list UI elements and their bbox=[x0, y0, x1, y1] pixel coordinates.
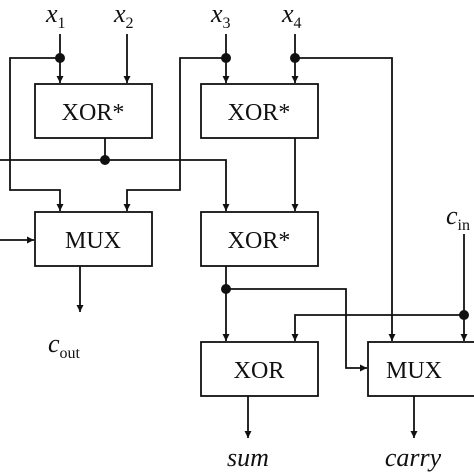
xor-sum-block-label: XOR bbox=[234, 358, 285, 384]
xor-star-block-2: XOR* bbox=[200, 83, 319, 139]
output-sum-label: sum bbox=[227, 443, 269, 472]
mux-block-cout-label: MUX bbox=[65, 228, 121, 254]
input-cin-label: cin bbox=[446, 201, 470, 234]
mux-block-carry: MUX bbox=[367, 341, 474, 397]
xor-star-block-3: XOR* bbox=[200, 211, 319, 267]
wire-xor3-to-mux-select bbox=[226, 288, 367, 372]
wire-cin-to-xor bbox=[291, 314, 464, 341]
wire-x3-to-mux bbox=[123, 57, 226, 211]
wire-xor1-to-xor3 bbox=[105, 159, 230, 211]
output-cout-label: cout bbox=[48, 329, 81, 362]
mux-block-cout: MUX bbox=[34, 211, 153, 267]
xor-star-block-2-label: XOR* bbox=[228, 100, 291, 126]
xor-star-block-1: XOR* bbox=[34, 83, 153, 139]
input-x3-label: x3 bbox=[210, 0, 231, 32]
wire-x1-to-mux bbox=[9, 57, 64, 211]
input-x4-label: x4 bbox=[281, 0, 302, 32]
xor-star-block-1-label: XOR* bbox=[62, 100, 125, 126]
input-x1-label: x1 bbox=[45, 0, 66, 32]
wire-x4-to-carry-mux bbox=[295, 57, 396, 341]
output-carry-label: carry bbox=[385, 443, 442, 472]
mux-block-carry-label: MUX bbox=[386, 358, 442, 384]
xor-sum-block: XOR bbox=[200, 341, 319, 397]
input-x2-label: x2 bbox=[113, 0, 134, 32]
xor-star-block-3-label: XOR* bbox=[228, 228, 291, 254]
